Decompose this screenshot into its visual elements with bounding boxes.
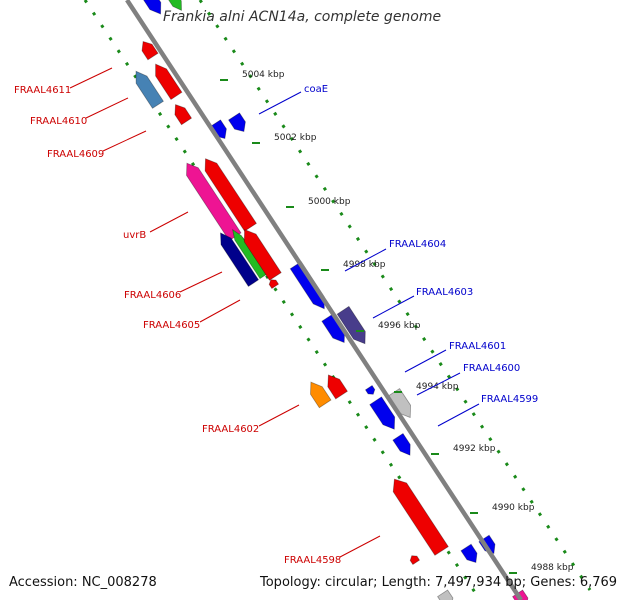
gene-arrow-blue-low-1 — [460, 543, 478, 564]
gene-arrow-fraal4604 — [289, 261, 325, 310]
gene-arrow-fraal4600 — [369, 396, 396, 430]
gene-label-fraal4605: FRAAL4605 — [143, 320, 200, 331]
gene-arrow-fraal4610 — [155, 63, 183, 101]
tick-label: 4994 kbp — [416, 382, 459, 392]
gene-label-fraal4606: FRAAL4606 — [124, 290, 181, 301]
gene-label-leader — [339, 535, 381, 558]
gene-label-leader — [199, 299, 241, 323]
gene-arrow-small-red-1 — [268, 279, 280, 290]
gene-arrow-fraal4602b — [327, 374, 348, 400]
gene-label-fraal4598: FRAAL4598 — [284, 555, 341, 566]
gene-label-fraal4599: FRAAL4599 — [481, 394, 538, 405]
gene-arrow-fraal4603-b — [336, 305, 366, 345]
gene-label-fraal4601: FRAAL4601 — [449, 341, 506, 352]
gene-arrow-bottom-gray — [437, 589, 454, 600]
gene-label-fraal4600: FRAAL4600 — [463, 363, 520, 374]
gene-arrow-top-green — [168, 0, 182, 12]
tick-label: 5002 kbp — [274, 133, 317, 143]
gene-arrow-fraal4598 — [392, 478, 449, 556]
gene-label-leader — [404, 349, 447, 373]
gene-arrow-fraal4602 — [310, 381, 332, 409]
gene-label-leader — [179, 271, 223, 293]
gene-label-leader — [149, 211, 189, 233]
gene-arrow-fraal4609 — [174, 104, 193, 126]
gene-label-leader — [258, 404, 300, 427]
gene-label-coae: coaE — [304, 84, 328, 95]
gene-arrow-fraal4611 — [135, 70, 164, 109]
gene-label-fraal4611: FRAAL4611 — [14, 85, 71, 96]
tick-label: 4992 kbp — [453, 444, 496, 454]
gene-arrow-green — [232, 228, 268, 280]
gene-label-fraal4610: FRAAL4610 — [30, 116, 87, 127]
gene-arrow-blue-mid — [392, 432, 411, 456]
backbone — [125, 0, 523, 600]
gene-arrow-coae-2 — [228, 112, 246, 132]
tick-label: 4990 kbp — [492, 503, 535, 513]
topology-text: Topology: circular; Length: 7,497,934 bp… — [260, 575, 617, 590]
gene-label-leader — [85, 97, 129, 119]
gene-label-leader — [344, 248, 387, 272]
gene-arrow-fraal4601 — [364, 384, 376, 395]
gene-arrow-top-red — [141, 40, 159, 61]
accession-text: Accession: NC_008278 — [9, 575, 157, 590]
gene-label-fraal4604: FRAAL4604 — [389, 239, 446, 250]
tick-label: 4988 kbp — [531, 563, 574, 573]
gene-label-leader — [102, 130, 147, 152]
map-title: Frankia alni ACN14a, complete genome — [163, 9, 442, 25]
gene-label-fraal4603: FRAAL4603 — [416, 287, 473, 298]
gene-label-leader — [437, 403, 480, 427]
gene-arrow-fraal4606 — [220, 232, 260, 287]
gene-label-leader — [372, 295, 415, 319]
tick-label: 5004 kbp — [242, 70, 285, 80]
gene-arrow-top-blue — [143, 0, 162, 15]
tick-label: 4996 kbp — [378, 321, 421, 331]
tick-label: 4998 kbp — [343, 260, 386, 270]
gene-label-leader — [258, 91, 302, 115]
genome-map: 5004 kbp 5002 kbp 5000 kbp 4998 kbp 4996 kbp… — [14, 0, 592, 600]
gene-arrow-red-long — [204, 158, 257, 232]
features — [135, 0, 529, 600]
gene-label-fraal4609: FRAAL4609 — [47, 149, 104, 160]
backbone-line — [125, 0, 523, 600]
track-dotted-2 — [198, 0, 592, 591]
gene-label-leader — [416, 372, 461, 396]
gene-label-fraal4602: FRAAL4602 — [202, 424, 259, 435]
gene-arrow-small-red-2 — [409, 555, 421, 566]
gene-arrow-fraal4605 — [243, 229, 282, 281]
gene-label-uvrb: uvrB — [123, 230, 146, 241]
gene-label-leader — [69, 67, 113, 89]
tick-label: 5000 kbp — [308, 197, 351, 207]
ticks: 5004 kbp 5002 kbp 5000 kbp 4998 kbp 4996 kbp… — [220, 70, 574, 574]
